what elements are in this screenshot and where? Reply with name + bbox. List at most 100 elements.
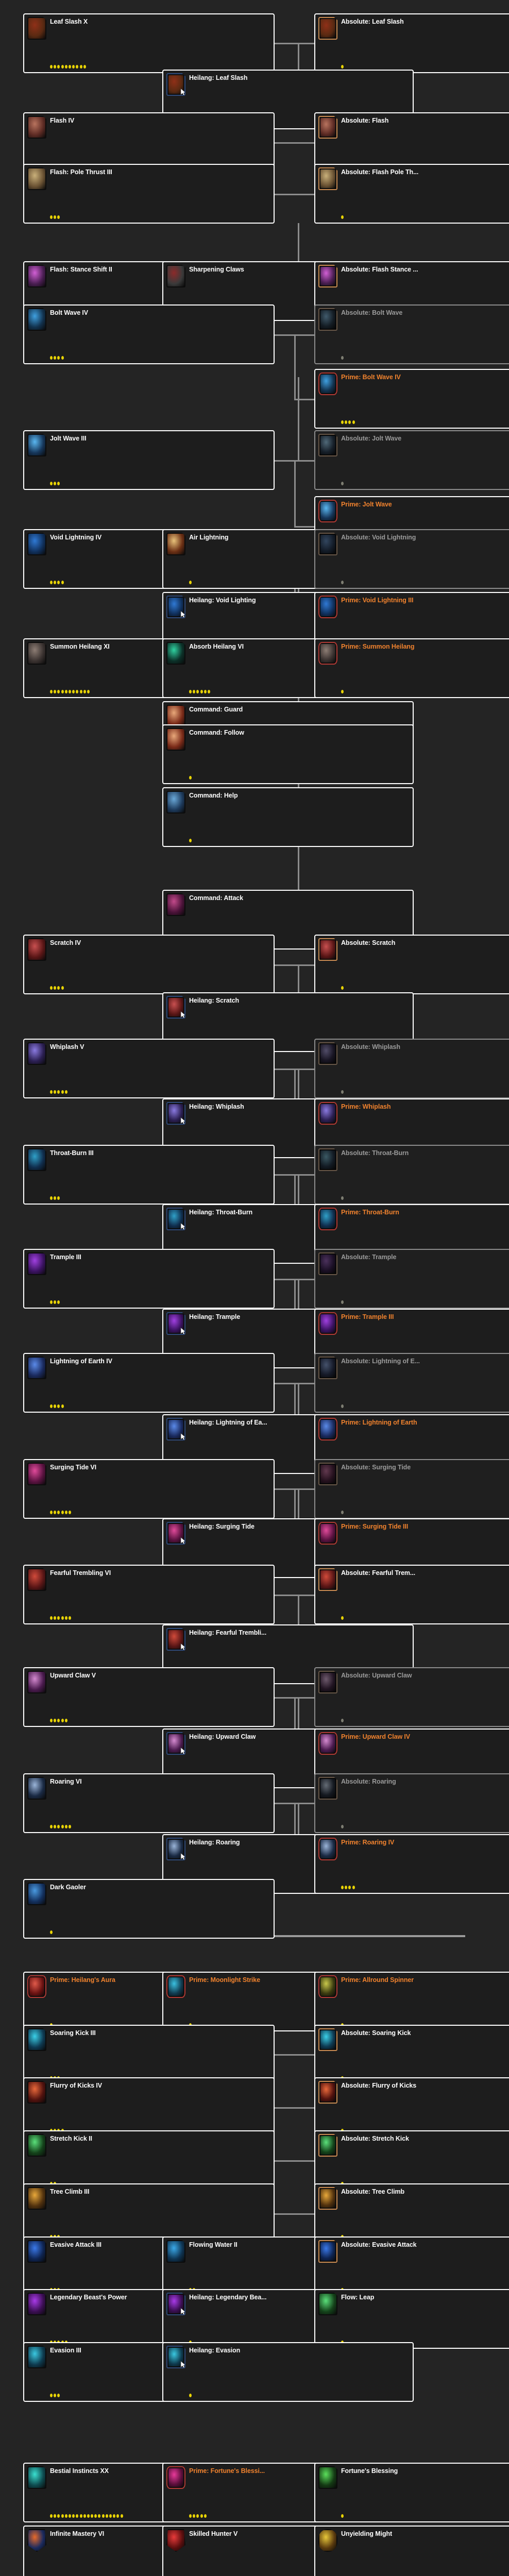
skill-name: Jolt Wave III: [50, 435, 87, 442]
skill-node[interactable]: Prime: Summon Heilang: [314, 638, 509, 698]
pip: [341, 420, 344, 424]
skill-icon: [27, 116, 46, 139]
skill-node[interactable]: Upward Claw V: [23, 1667, 275, 1727]
skill-icon: [166, 893, 185, 916]
skill-node[interactable]: Absolute: Stretch Kick: [314, 2130, 509, 2190]
skill-node[interactable]: Flash IV: [23, 112, 275, 172]
pip: [57, 581, 60, 584]
skill-node[interactable]: Fearful Trembling VI: [23, 1565, 275, 1624]
skill-node[interactable]: Trample III: [23, 1249, 275, 1309]
skill-icon: [318, 1418, 337, 1440]
skill-node[interactable]: Absolute: Upward Claw: [314, 1667, 509, 1727]
skill-name: Stretch Kick II: [50, 2135, 92, 2142]
pip: [189, 2514, 192, 2518]
skill-node[interactable]: Surging Tide VI: [23, 1459, 275, 1519]
skill-name: Absolute: Stretch Kick: [341, 2135, 409, 2142]
skill-node[interactable]: Tree Climb III: [23, 2183, 275, 2243]
pip: [54, 1719, 57, 1722]
pip: [57, 356, 60, 360]
skill-node[interactable]: Fortune's Blessing: [314, 2463, 509, 2522]
skill-node[interactable]: Prime: Allround Spinner: [314, 1972, 509, 2031]
skill-node[interactable]: Heilang: Evasion: [162, 2342, 414, 2402]
skill-level-pips: [50, 1719, 270, 1722]
skill-node[interactable]: Leaf Slash X: [23, 13, 275, 73]
skill-icon: [27, 2529, 46, 2552]
pip: [50, 1825, 53, 1828]
skill-node[interactable]: Absolute: Throat-Burn: [314, 1145, 509, 1205]
skill-name: Absolute: Bolt Wave: [341, 309, 403, 316]
skill-name: Upward Claw V: [50, 1672, 96, 1679]
skill-icon: [318, 1102, 337, 1125]
pip: [50, 2394, 53, 2397]
skill-node[interactable]: Command: Follow: [162, 724, 414, 784]
skill-node[interactable]: Dark Gaoler: [23, 1879, 275, 1939]
skill-node[interactable]: Flow: Leap: [314, 2289, 509, 2349]
skill-node[interactable]: Absolute: Roaring: [314, 1773, 509, 1833]
skill-node[interactable]: Absolute: Bolt Wave: [314, 304, 509, 364]
skill-icon: [318, 1312, 337, 1335]
skill-name: Absolute: Flurry of Kicks: [341, 2082, 417, 2089]
skill-icon: [318, 1463, 337, 1485]
skill-icon: [318, 116, 337, 139]
skill-node[interactable]: Prime: Roaring IV: [314, 1834, 509, 1894]
skill-node[interactable]: Absolute: Void Lightning: [314, 529, 509, 589]
skill-node[interactable]: Absolute: Flash Pole Th...: [314, 164, 509, 224]
skill-node[interactable]: Whiplash V: [23, 1039, 275, 1098]
skill-node[interactable]: Absolute: Soaring Kick: [314, 2025, 509, 2084]
pip: [50, 690, 53, 693]
skill-node[interactable]: Unyielding Might: [314, 2526, 509, 2576]
skill-node[interactable]: Command: Help: [162, 787, 414, 847]
pip: [345, 420, 348, 424]
skill-node[interactable]: Absolute: Flurry of Kicks: [314, 2077, 509, 2137]
skill-node[interactable]: Prime: Bolt Wave IV: [314, 369, 509, 429]
skill-node[interactable]: Absolute: Whiplash: [314, 1039, 509, 1098]
skill-node[interactable]: Jolt Wave III: [23, 430, 275, 490]
skill-node[interactable]: Absolute: Fearful Trem...: [314, 1565, 509, 1624]
pip: [91, 2514, 94, 2518]
pip: [54, 65, 57, 69]
skill-node[interactable]: Scratch IV: [23, 935, 275, 994]
skill-node[interactable]: Roaring VI: [23, 1773, 275, 1833]
pip: [57, 1404, 60, 1408]
skill-icon: [318, 2028, 337, 2051]
skill-name: Prime: Void Lightning III: [341, 597, 414, 604]
skill-icon: [318, 500, 337, 522]
pip: [200, 690, 203, 693]
skill-icon: [318, 167, 337, 190]
skill-node[interactable]: Stretch Kick II: [23, 2130, 275, 2190]
connector-line: [294, 526, 314, 528]
connector-line: [298, 377, 299, 460]
skill-node[interactable]: Absolute: Scratch: [314, 935, 509, 994]
skill-node[interactable]: Flash: Pole Thrust III: [23, 164, 275, 224]
skill-node[interactable]: Absolute: Trample: [314, 1249, 509, 1309]
skill-node[interactable]: Absolute: Leaf Slash: [314, 13, 509, 73]
pip: [61, 2514, 64, 2518]
skill-node[interactable]: Lightning of Earth IV: [23, 1353, 275, 1413]
pip: [54, 356, 57, 360]
skill-level-pips: [50, 1511, 270, 1514]
skill-node[interactable]: Absolute: Tree Climb: [314, 2183, 509, 2243]
skill-node[interactable]: Absolute: Flash: [314, 112, 509, 172]
skill-node[interactable]: Absolute: Evasive Attack: [314, 2236, 509, 2296]
skill-level-pips: [341, 1300, 509, 1304]
skill-node[interactable]: Bolt Wave IV: [23, 304, 275, 364]
skill-name: Absolute: Roaring: [341, 1778, 396, 1785]
skill-node[interactable]: Throat-Burn III: [23, 1145, 275, 1205]
skill-node[interactable]: Absolute: Lightning of E...: [314, 1353, 509, 1413]
skill-name: Absolute: Throat-Burn: [341, 1149, 409, 1157]
pip: [50, 1300, 53, 1304]
skill-icon: [27, 167, 46, 190]
skill-node[interactable]: Flurry of Kicks IV: [23, 2077, 275, 2137]
skill-node[interactable]: Absolute: Jolt Wave: [314, 430, 509, 490]
skill-node[interactable]: Soaring Kick III: [23, 2025, 275, 2084]
skill-name: Prime: Surging Tide III: [341, 1523, 409, 1530]
skill-icon: [166, 1732, 185, 1755]
skill-icon: [166, 1522, 185, 1545]
pip: [189, 839, 192, 842]
skill-level-pips: [50, 1300, 270, 1304]
skill-name: Prime: Lightning of Earth: [341, 1419, 417, 1426]
pip: [54, 2514, 57, 2518]
pip: [64, 1090, 67, 1094]
skill-node[interactable]: Absolute: Surging Tide: [314, 1459, 509, 1519]
